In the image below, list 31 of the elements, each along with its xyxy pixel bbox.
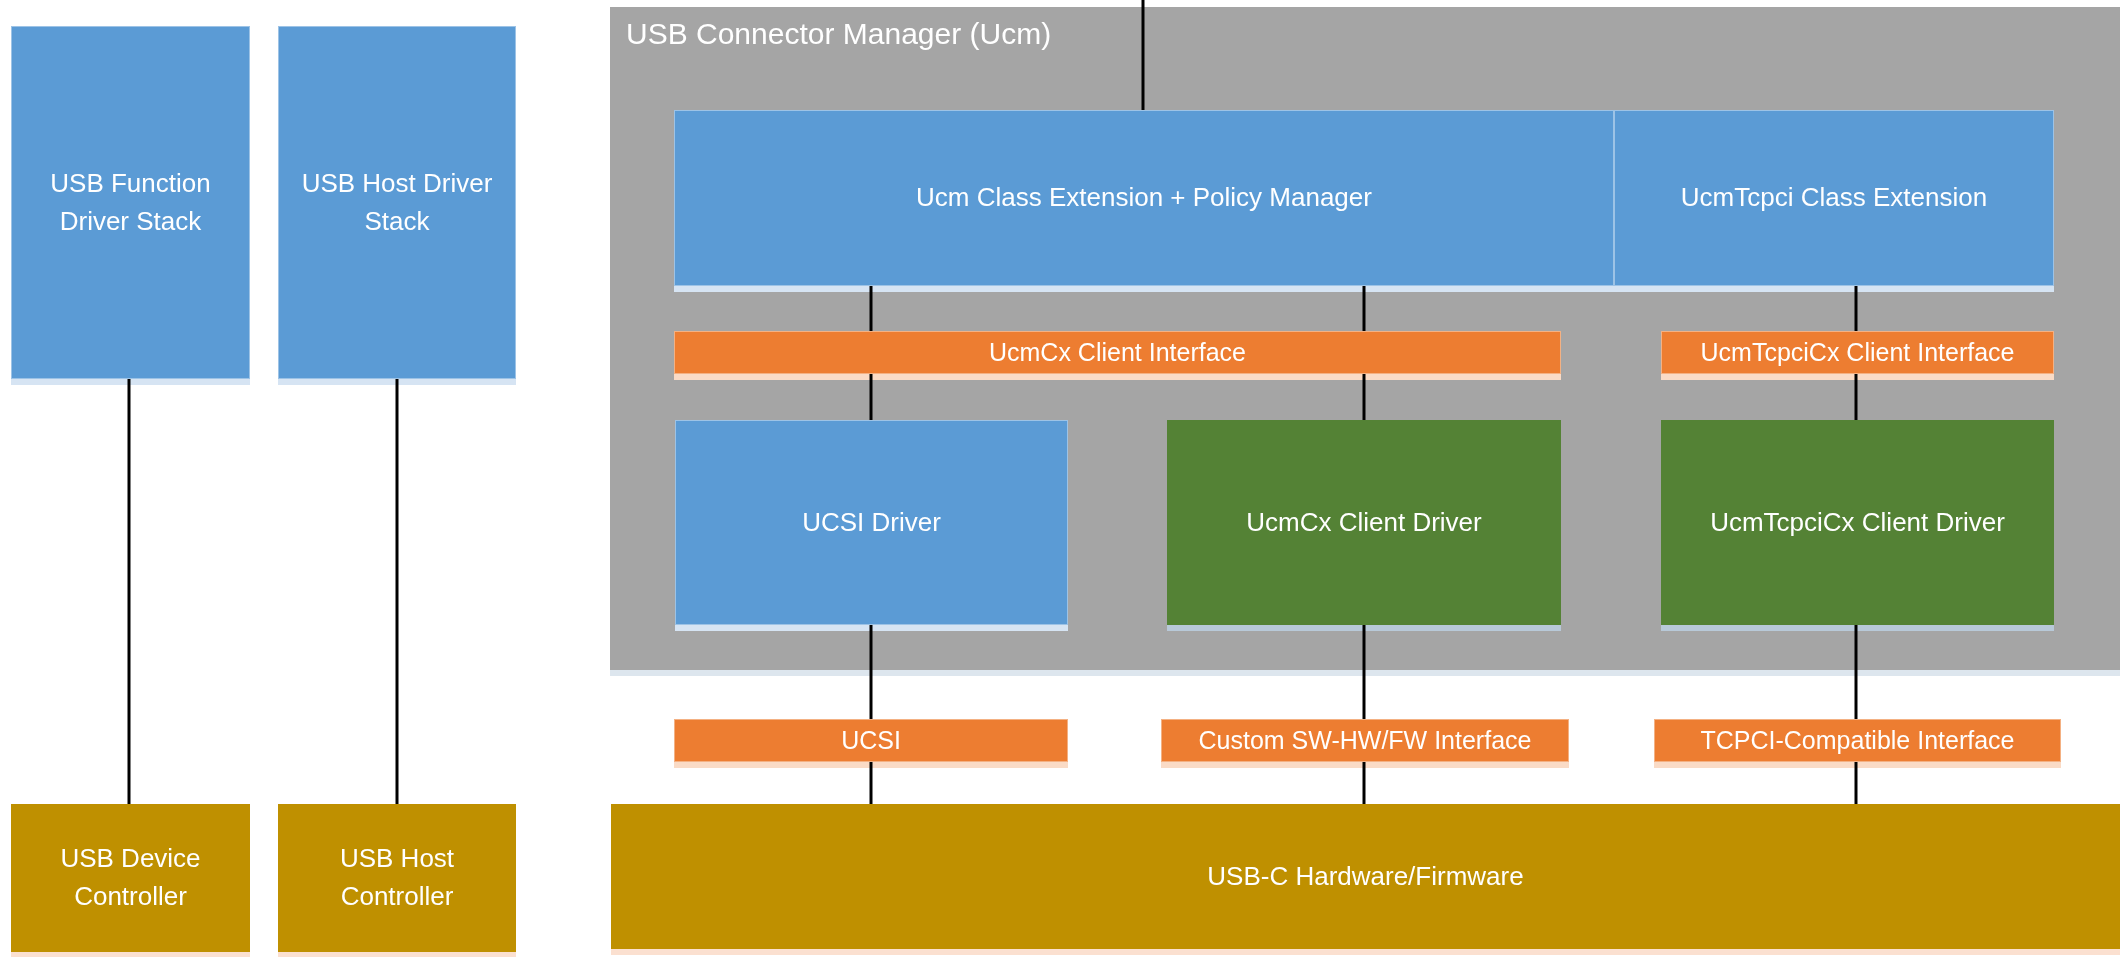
- connector-line: [869, 374, 873, 420]
- connector-line: [1362, 286, 1366, 331]
- connector-line: [869, 286, 873, 331]
- connector-line: [1362, 374, 1366, 420]
- box-label: UcmCx Client Interface: [988, 338, 1247, 367]
- box-label: UcmTcpciCx Client Interface: [1699, 338, 2016, 367]
- box-label: TCPCI-Compatible Interface: [1699, 726, 2016, 755]
- connector-line: [1854, 762, 1858, 804]
- box-label: UCSI: [840, 726, 902, 755]
- connector-line: [1854, 625, 1858, 719]
- box-label: USB Device Controller: [59, 842, 202, 913]
- box-label: UcmTcpciCx Client Driver: [1709, 507, 2006, 538]
- box-label: UCSI Driver: [801, 505, 942, 539]
- connector-line: [395, 379, 399, 804]
- connector-line: [869, 762, 873, 804]
- box-label: Custom SW-HW/FW Interface: [1197, 726, 1533, 755]
- connector-line: [1362, 762, 1366, 804]
- box-label: USB Host Controller: [338, 842, 456, 913]
- connector-line: [127, 379, 131, 804]
- box-label: USB Host Driver Stack: [300, 166, 494, 238]
- connector-line: [1141, 0, 1145, 110]
- connector-line: [1362, 625, 1366, 719]
- box-label: USB-C Hardware/Firmware: [1206, 859, 1525, 893]
- box-label: UcmTcpci Class Extension: [1679, 181, 1989, 215]
- connector-line: [1854, 374, 1858, 420]
- connector-line: [1854, 286, 1858, 331]
- box-label: USB Function Driver Stack: [49, 166, 212, 238]
- connector-line: [869, 625, 873, 719]
- panel-title: USB Connector Manager (Ucm): [625, 16, 1053, 52]
- box-label: Ucm Class Extension + Policy Manager: [915, 181, 1373, 215]
- box-label: UcmCx Client Driver: [1245, 507, 1483, 538]
